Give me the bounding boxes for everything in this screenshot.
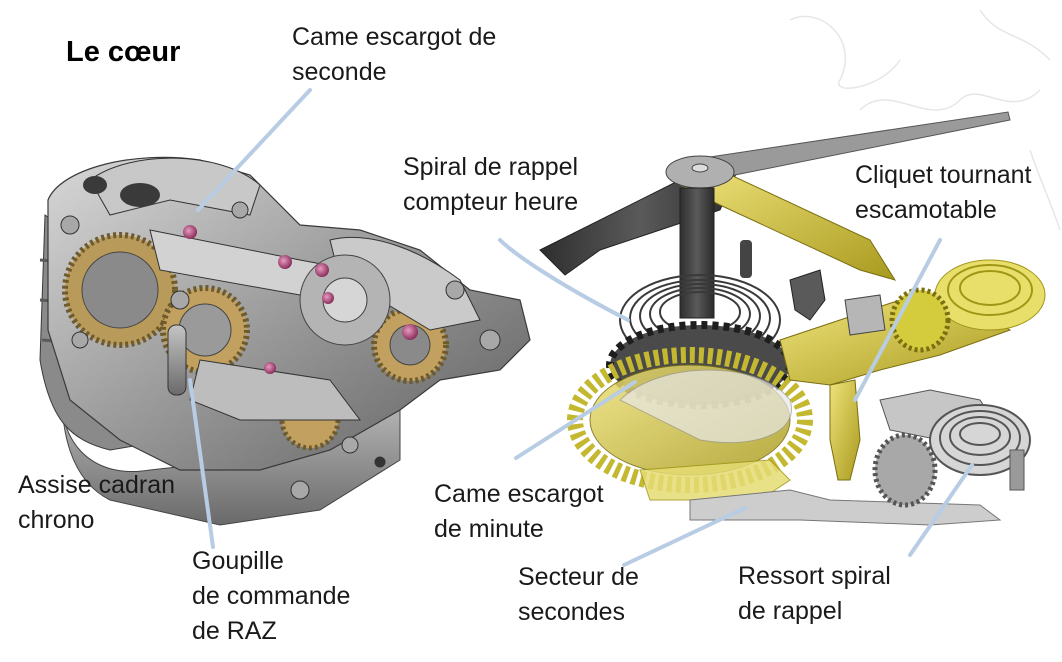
central-arbor [679, 187, 715, 319]
steel-pawl [789, 269, 826, 321]
ruby-jewel [264, 362, 276, 374]
counter-mechanism [539, 111, 1046, 526]
screw [170, 290, 190, 310]
label-assise-cadran: Assise cadran chrono [18, 471, 176, 534]
grey-gear [872, 432, 938, 508]
yellow-gear-large [567, 347, 813, 493]
leader-line [622, 506, 747, 567]
screw [341, 436, 359, 454]
minute-snail-cam [619, 369, 792, 444]
screw [71, 331, 89, 349]
leader-lines [188, 88, 974, 567]
leader-line [498, 238, 630, 322]
seconds-sector [639, 459, 791, 501]
label-goupille-commande: Goupille de commande de RAZ [192, 547, 351, 645]
screw [290, 480, 310, 500]
label-spiral-rappel-compteur: Spiral de rappel compteur heure [403, 153, 579, 216]
ruby-jewel [402, 324, 418, 340]
leader-line [853, 238, 942, 402]
leader-line [514, 380, 637, 460]
label-ressort-spiral: Ressort spiral de rappel [738, 562, 891, 625]
leader-line [908, 463, 974, 557]
screw [479, 329, 501, 351]
label-secteur-secondes: Secteur de secondes [518, 563, 639, 626]
screw [445, 280, 465, 300]
ruby-jewel [278, 255, 292, 269]
reset-pin [167, 324, 187, 396]
leader-line [196, 88, 312, 212]
screw [374, 456, 386, 468]
yellow-gear-small [889, 287, 951, 353]
background-sketch [789, 9, 1061, 231]
page-title: Le cœur [66, 36, 181, 68]
ruby-jewel [322, 292, 334, 304]
steel-post [844, 294, 886, 336]
ruby-jewel [315, 263, 329, 277]
return-spiral-spring [929, 404, 1031, 476]
label-came-escargot-seconde: Came escargot de seconde [292, 23, 497, 86]
bottom-plate [689, 489, 1002, 526]
leader-line [188, 378, 215, 549]
screw [60, 215, 80, 235]
screw [231, 201, 249, 219]
brass-wheel-left [62, 232, 178, 348]
label-cliquet-tournant: Cliquet tournant escamotable [855, 161, 1032, 224]
label-came-escargot-minute: Came escargot de minute [434, 480, 604, 543]
chronograph-movement [39, 156, 531, 526]
movement-base-plate [60, 379, 401, 526]
swivel-pawl [829, 379, 861, 481]
ruby-jewel [183, 225, 197, 239]
yellow-coil-spring [934, 259, 1046, 331]
